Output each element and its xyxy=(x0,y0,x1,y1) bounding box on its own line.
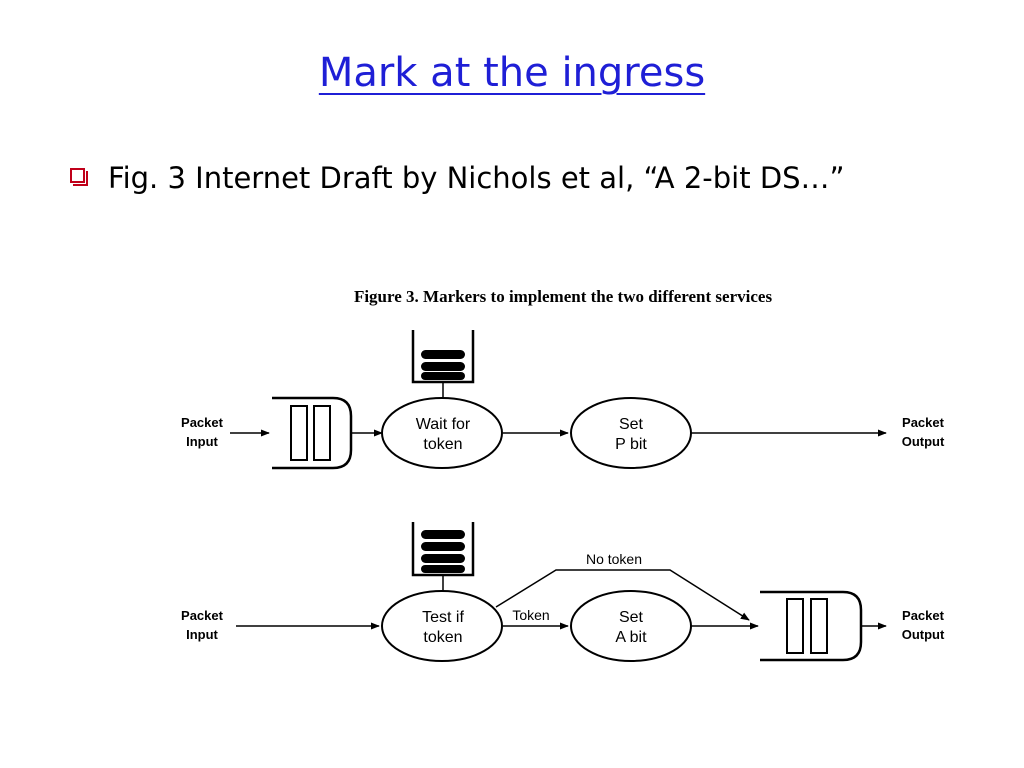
set-a-bit-label-line1: Set xyxy=(619,609,644,626)
bullet-text: Fig. 3 Internet Draft by Nichols et al, … xyxy=(108,161,845,195)
set-a-bit-label-line2: A bit xyxy=(615,629,647,646)
top-row: Packet Input Wait for token Set P bit Pa… xyxy=(181,330,945,470)
wait-for-token-label-line1: Wait for xyxy=(416,416,471,433)
square-bullet-icon xyxy=(70,168,88,186)
figure-caption: Figure 3. Markers to implement the two d… xyxy=(354,287,773,306)
bottom-output-label-line1: Packet xyxy=(902,608,945,623)
bottom-token-bucket xyxy=(411,522,475,577)
token-edge-label: Token xyxy=(512,607,549,623)
top-input-label-line1: Packet xyxy=(181,415,224,430)
slide-title: Mark at the ingress xyxy=(318,50,706,96)
bottom-input-label-line1: Packet xyxy=(181,608,224,623)
set-p-bit-node xyxy=(570,397,692,469)
test-if-token-label-line1: Test if xyxy=(422,609,464,626)
top-output-label-line2: Output xyxy=(902,434,945,449)
top-output-label-line1: Packet xyxy=(902,415,945,430)
top-token-bucket xyxy=(411,330,475,384)
top-input-queue xyxy=(272,396,353,470)
wait-for-token-node xyxy=(381,397,503,469)
wait-for-token-label-line2: token xyxy=(423,436,462,453)
no-token-edge-label: No token xyxy=(586,551,642,567)
no-token-edge xyxy=(495,569,750,621)
test-if-token-node xyxy=(381,590,503,662)
test-if-token-label-line2: token xyxy=(423,629,462,646)
bottom-input-label-line2: Input xyxy=(186,627,218,642)
bottom-output-queue xyxy=(760,590,863,662)
set-p-bit-label-line2: P bit xyxy=(615,436,647,453)
set-a-bit-node xyxy=(570,590,692,662)
top-input-label-line2: Input xyxy=(186,434,218,449)
set-p-bit-label-line1: Set xyxy=(619,416,644,433)
bottom-row: Packet Input Test if token Token No toke… xyxy=(181,522,945,662)
bottom-output-label-line2: Output xyxy=(902,627,945,642)
